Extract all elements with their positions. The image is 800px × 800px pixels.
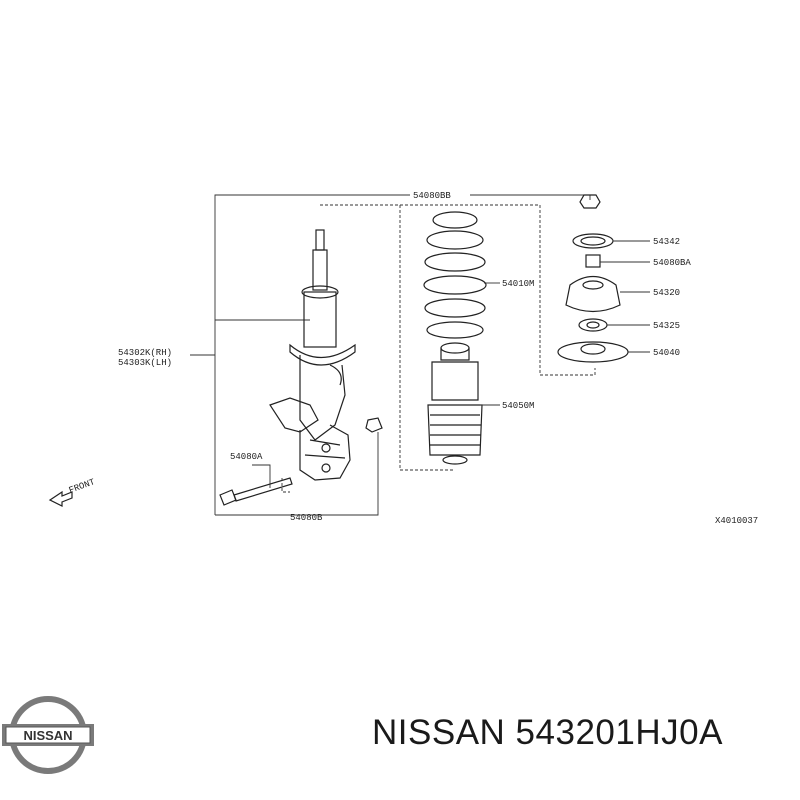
label-54080ba: 54080BA (653, 258, 691, 268)
label-54342: 54342 (653, 237, 680, 247)
strut-mount (565, 275, 650, 313)
label-54325: 54325 (653, 321, 680, 331)
spring-seat (557, 341, 650, 363)
brand-name: NISSAN (372, 713, 506, 752)
nissan-logo: NISSAN (2, 696, 94, 774)
washer-54342 (572, 233, 650, 249)
strut-assembly (269, 229, 356, 481)
label-front: FRONT (68, 477, 97, 496)
nut-54080ba (585, 254, 650, 268)
label-code: X4010037 (715, 516, 758, 526)
part-number: 543201HJ0A (515, 713, 723, 752)
label-54080a: 54080A (230, 452, 263, 462)
front-arrow-icon (48, 490, 73, 507)
label-54320: 54320 (653, 288, 680, 298)
logo-text: NISSAN (23, 728, 72, 743)
label-54040: 54040 (653, 348, 680, 358)
bolt-assembly (215, 417, 383, 516)
bearing-54325 (578, 318, 650, 332)
part-title: NISSAN 543201HJ0A (372, 713, 792, 763)
label-54010m: 54010M (502, 279, 534, 289)
bracket-54080bb (214, 194, 596, 515)
label-54080b: 54080B (290, 513, 323, 523)
coil-spring (423, 211, 500, 339)
label-54303k: 54303K(LH) (118, 358, 172, 368)
dust-boot (427, 342, 500, 465)
label-54050m: 54050M (502, 401, 534, 411)
label-54080bb: 54080BB (413, 191, 451, 201)
top-nut (579, 194, 601, 209)
label-54302k: 54302K(RH) (118, 348, 172, 358)
